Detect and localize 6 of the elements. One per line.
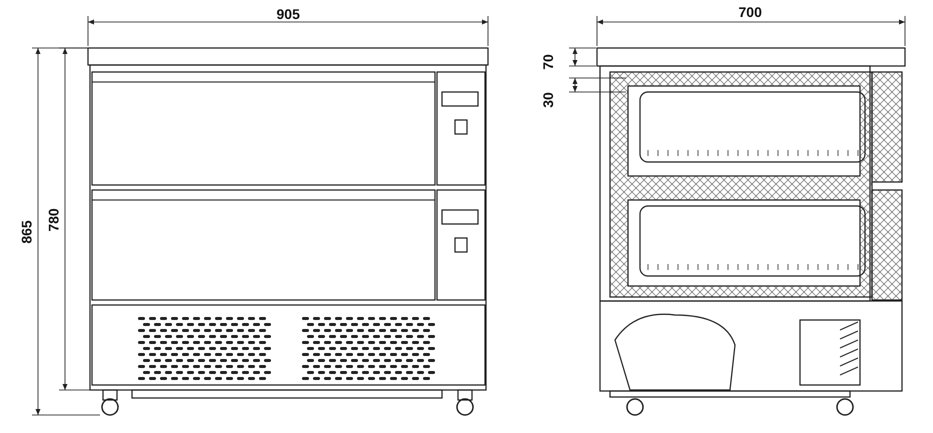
dimension-label: 780 (46, 208, 60, 232)
dimension-label: 30 (540, 92, 555, 108)
dimension-label: 865 (19, 220, 34, 244)
dimension-label: 70 (540, 54, 555, 70)
dimension-label: 905 (276, 7, 300, 21)
dimension-label: 700 (738, 5, 762, 19)
